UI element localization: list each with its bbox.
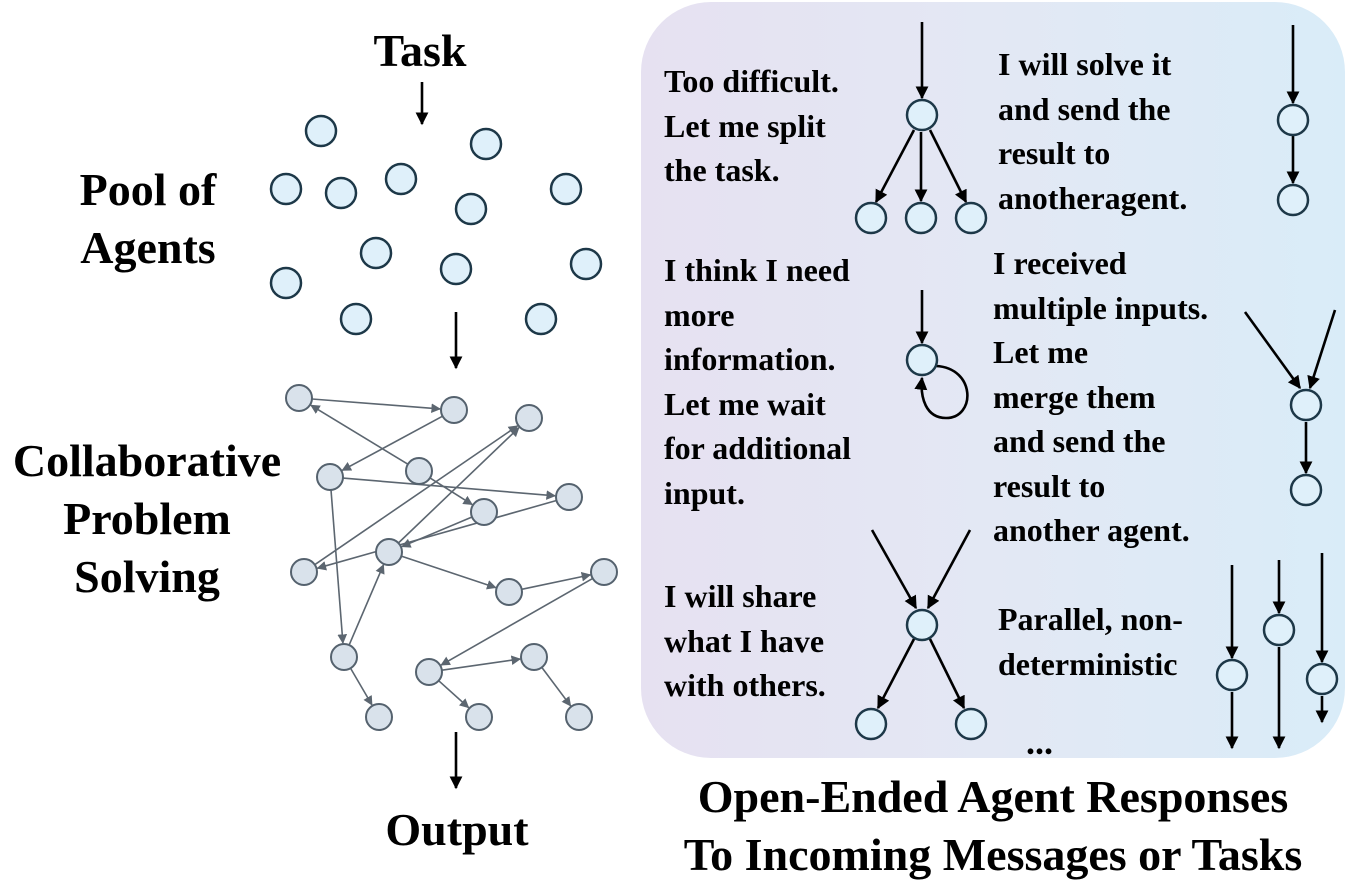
wait-agent-node [905,343,939,377]
caption-line-2: To Incoming Messages or Tasks [683,829,1303,880]
collab-agent-node [285,384,313,412]
pool-agent [324,176,358,210]
task-label: Task [373,25,467,76]
collab-agent-node [365,703,393,731]
split-child-node [854,201,888,235]
pool-of-agents-label: Pool of Agents [79,164,217,273]
parallel-agent-node [1215,658,1249,692]
collab-agent-node [290,558,318,586]
collab-agent-node [470,498,498,526]
collab-edge-arrow [397,427,520,544]
collab-edge-arrow [310,404,409,465]
collab-agent-node [520,643,548,671]
parallel-agent-node [1305,662,1339,696]
collab-edge-arrow [541,666,572,707]
share-target-node [954,707,988,741]
collab-agent-node [555,483,583,511]
share-target-node [854,707,888,741]
pool-agent [269,266,303,300]
share-out-arrow [928,638,966,710]
parallel-pattern [1215,553,1339,750]
pool-agent [439,252,473,286]
response-parallel-text: Parallel, non- deterministic [998,601,1183,682]
pool-agent [454,192,488,226]
split-child-node [954,201,988,235]
pool-agent [524,302,558,336]
share-pattern [854,529,988,741]
collab-agent-node [465,703,493,731]
collab-agent-node [330,643,358,671]
pool-agent [339,302,373,336]
response-wait-text: I think I need more information. Let me … [664,252,851,511]
collab-edge-arrow [330,489,348,644]
share-out-arrow [876,638,916,710]
output-label: Output [385,804,529,855]
collab-edge-arrow [438,680,470,709]
share-in-arrow [870,529,918,610]
pool-agent [304,114,338,148]
split-out-arrow [874,129,916,204]
collab-edge-arrow [342,477,557,500]
collab-edge-arrow [441,655,522,671]
solve-target-node [1276,183,1310,217]
pool-agent [569,247,603,281]
collab-edge-arrow [440,577,594,666]
split-out-arrow [928,129,968,204]
collab-agent-node [375,538,403,566]
response-share-text: I will share what I have with others. [664,578,826,703]
collab-edge-arrow [341,415,443,472]
collab-agent-node [565,703,593,731]
merge-in-arrow [1243,311,1302,390]
collab-edge-arrow [311,398,441,414]
response-solve-text: I will solve it and send the result to a… [998,46,1188,216]
split-pattern [854,22,988,235]
pool-agent [384,162,418,196]
collab-agent-node [590,558,618,586]
collab-edge-arrow [429,477,473,506]
split-agent-node [905,98,939,132]
collab-edge-arrow [314,425,519,566]
response-split-text: Too difficult. Let me split the task. [664,63,839,188]
split-child-node [904,201,938,235]
parallel-agent-node [1262,613,1296,647]
collab-edge-arrow [521,571,592,591]
collab-agent-node [515,404,543,432]
share-in-arrow [926,529,972,610]
collaborative-problem-solving-label: Collaborative Problem Solving [12,435,282,602]
collab-edge-arrow [349,667,373,706]
merge-agent-node [1289,388,1323,422]
responses-panel [641,2,1345,758]
pool-agent [269,172,303,206]
merge-in-arrow [1307,309,1337,390]
pool-agent [469,127,503,161]
collab-agent-node [415,658,443,686]
collab-edge-arrow [316,499,557,571]
caption-line-1: Open-Ended Agent Responses [697,771,1289,822]
collab-edge-arrow [401,555,497,590]
response-merge-text: I received multiple inputs. Let me merge… [993,245,1209,548]
pool-agent [549,172,583,206]
collab-agent-node [495,578,523,606]
pool-agent [359,236,393,270]
collab-edge-arrow [348,563,385,646]
collaboration-graph [285,384,618,731]
collab-agent-node [440,396,468,424]
agent-pool [269,114,603,336]
collab-agent-node [316,463,344,491]
solve-pattern [1276,25,1310,217]
solve-agent-node [1276,103,1310,137]
ellipsis-text: ... [1026,722,1053,762]
share-agent-node [905,608,939,642]
wait-loop-arrow [914,364,969,420]
collab-agent-node [405,457,433,485]
flow-arrows [415,82,463,790]
merge-target-node [1289,473,1323,507]
merge-pattern [1243,309,1337,507]
wait-pattern [905,290,969,420]
